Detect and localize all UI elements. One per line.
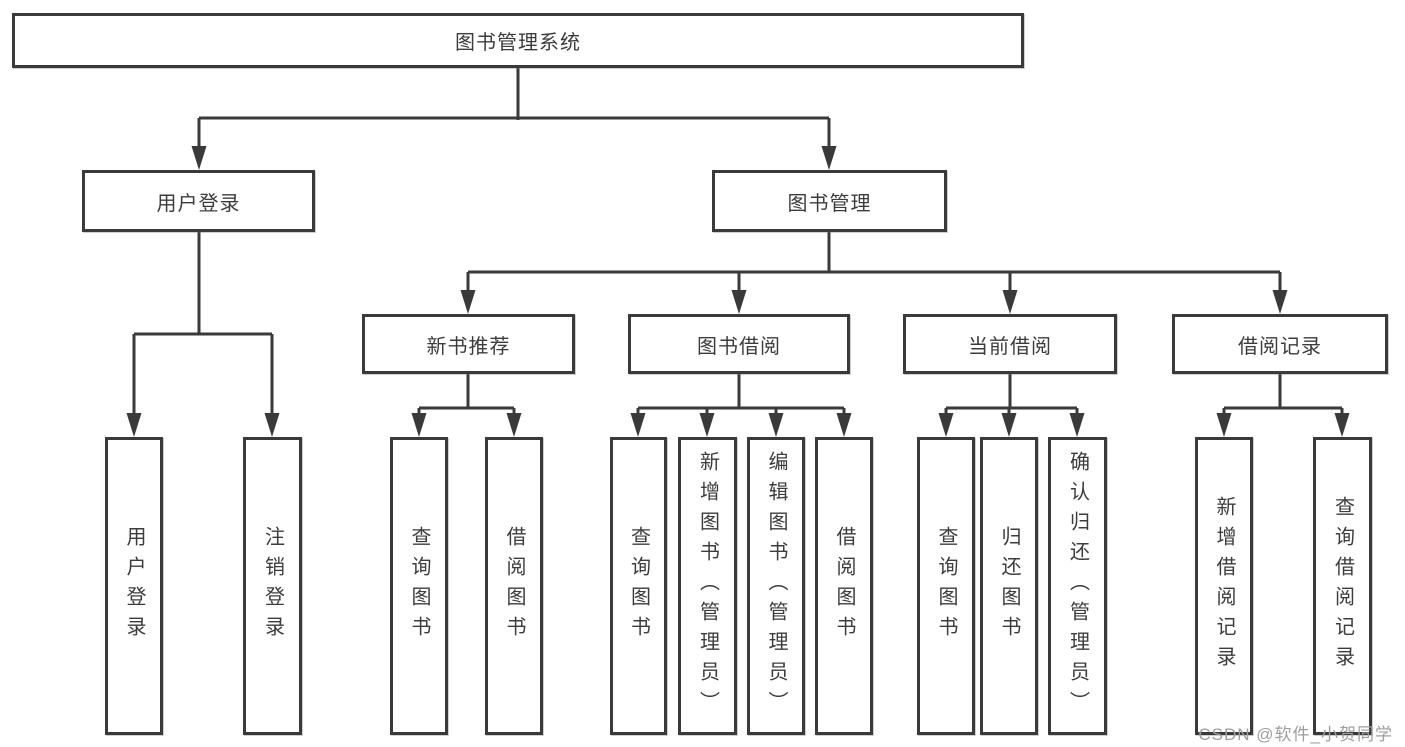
node-user-login: 用户登录: [82, 170, 315, 232]
arrowheads: [126, 146, 1350, 437]
leaf-add-borrow-record: 新增借阅记录: [1195, 437, 1253, 735]
leaf-confirm-return-admin: 确认归还（管理员）: [1048, 437, 1107, 735]
leaf-query-books-recommend: 查询图书: [390, 437, 448, 735]
leaf-borrow-books-recommend: 借阅图书: [485, 437, 543, 735]
leaf-borrow-books-borrowing: 借阅图书: [815, 437, 873, 735]
leaf-add-books-admin: 新增图书（管理员）: [678, 437, 737, 735]
watermark-text: CSDN @软件_小贺同学: [1198, 725, 1393, 744]
leaf-edit-books-admin: 编辑图书（管理员）: [747, 437, 805, 735]
leaf-query-books-borrowing: 查询图书: [610, 437, 667, 735]
leaf-query-books-current: 查询图书: [917, 437, 975, 735]
leaf-logout: 注销登录: [243, 437, 302, 735]
node-borrow-records: 借阅记录: [1172, 314, 1388, 374]
node-root: 图书管理系统: [12, 13, 1024, 68]
leaf-query-borrow-record: 查询借阅记录: [1313, 437, 1372, 735]
leaf-user-login: 用户登录: [105, 437, 163, 735]
node-new-book-recommend: 新书推荐: [362, 314, 575, 374]
node-book-management: 图书管理: [712, 170, 947, 232]
leaf-return-books: 归还图书: [980, 437, 1038, 735]
node-current-borrowing: 当前借阅: [903, 314, 1117, 374]
node-book-borrowing: 图书借阅: [628, 314, 850, 374]
